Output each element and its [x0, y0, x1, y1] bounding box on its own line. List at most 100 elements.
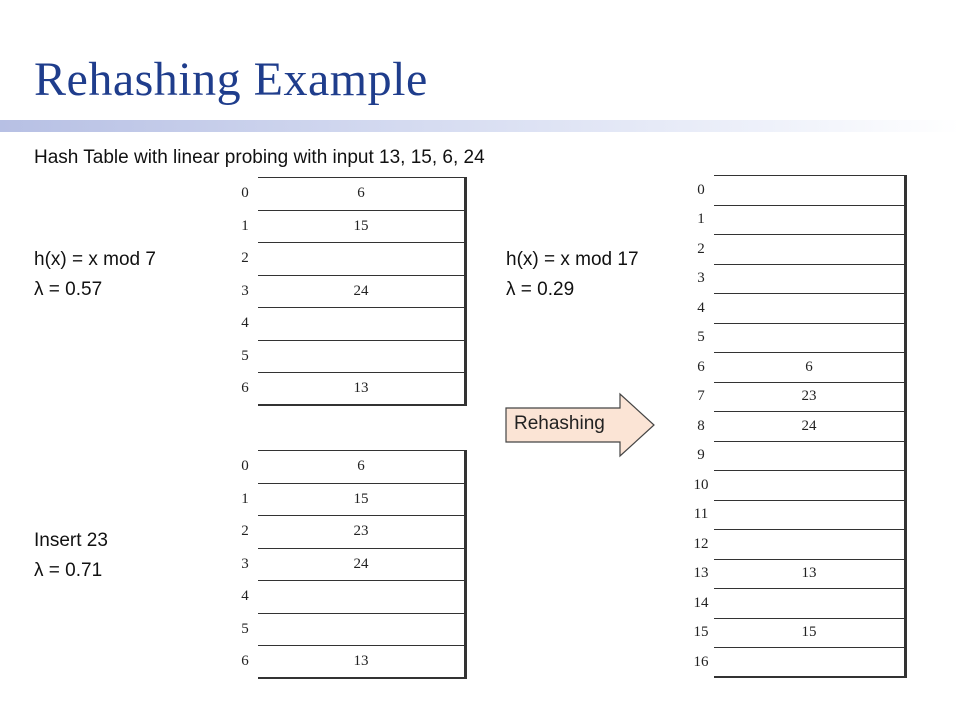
slot-value: 6	[714, 352, 907, 383]
slot-value: 6	[258, 177, 467, 211]
slot-index: 4	[241, 588, 249, 605]
table-row: 5	[232, 339, 467, 373]
load-factor-mod17: λ = 0.29	[506, 279, 575, 300]
slot-index: 9	[697, 447, 705, 464]
table-row: 13 13	[688, 558, 907, 589]
table-row: 9	[688, 440, 907, 471]
slot-value: 15	[714, 617, 907, 648]
table-row: 5	[688, 322, 907, 353]
slot-index: 14	[693, 594, 709, 611]
table-row: 10	[688, 470, 907, 501]
slot-index: 5	[241, 347, 249, 364]
slot-value	[714, 529, 907, 560]
slot-index: 4	[241, 315, 249, 332]
slot-value: 23	[714, 381, 907, 412]
slot-value	[714, 263, 907, 294]
table-row: 11	[688, 499, 907, 530]
slot-index: 6	[241, 380, 249, 397]
slot-index: 0	[241, 185, 249, 202]
slot-index: 3	[697, 270, 705, 287]
slot-value: 13	[714, 558, 907, 589]
slot-value	[714, 293, 907, 324]
slot-value	[258, 307, 467, 341]
slot-index: 0	[241, 458, 249, 475]
slot-index: 5	[697, 329, 705, 346]
table-row: 4	[232, 307, 467, 341]
slot-value	[714, 440, 907, 471]
load-factor-after-insert: λ = 0.71	[34, 560, 103, 581]
table-row: 6 13	[232, 372, 467, 406]
slot-value: 24	[714, 411, 907, 442]
slot-index: 16	[693, 653, 709, 670]
slot-index: 6	[241, 653, 249, 670]
slot-index: 2	[241, 250, 249, 267]
slot-value	[258, 242, 467, 276]
table-row: 3	[688, 263, 907, 294]
slot-index: 1	[697, 211, 705, 228]
hash-function-mod17: h(x) = x mod 17	[506, 249, 639, 270]
slot-index: 3	[241, 555, 249, 572]
table-row: 1	[688, 204, 907, 235]
slot-value	[258, 580, 467, 614]
slot-index: 11	[693, 506, 709, 523]
table-row: 7 23	[688, 381, 907, 412]
table-row: 4	[232, 580, 467, 614]
load-factor-mod7: λ = 0.57	[34, 279, 103, 300]
slot-value	[258, 339, 467, 373]
slot-index: 1	[241, 217, 249, 234]
rehashing-label: Rehashing	[514, 413, 605, 434]
table-row: 16	[688, 647, 907, 678]
table-row: 5	[232, 612, 467, 646]
slot-index: 15	[693, 624, 709, 641]
slot-value: 24	[258, 547, 467, 581]
table-row: 3 24	[232, 274, 467, 308]
rehashing-arrow: Rehashing	[504, 392, 656, 458]
slot-value	[714, 647, 907, 678]
slot-value	[714, 175, 907, 206]
hash-function-mod7: h(x) = x mod 7	[34, 249, 156, 270]
slot-value: 13	[258, 645, 467, 679]
slot-index: 13	[693, 565, 709, 582]
slot-value	[714, 499, 907, 530]
slot-index: 3	[241, 282, 249, 299]
slot-index: 5	[241, 620, 249, 637]
slot-value: 6	[258, 450, 467, 484]
slot-value: 13	[258, 372, 467, 406]
table-row: 2	[232, 242, 467, 276]
slot-value: 23	[258, 515, 467, 549]
table-row: 2 23	[232, 515, 467, 549]
slide-title: Rehashing Example	[34, 53, 428, 106]
slot-index: 2	[241, 523, 249, 540]
slot-index: 1	[241, 490, 249, 507]
slot-index: 8	[697, 417, 705, 434]
table-row: 3 24	[232, 547, 467, 581]
table-row: 14	[688, 588, 907, 619]
slot-value	[714, 204, 907, 235]
slot-value: 15	[258, 482, 467, 516]
table-row: 4	[688, 293, 907, 324]
slot-index: 12	[693, 535, 709, 552]
table-row: 1 15	[232, 209, 467, 243]
slot-value: 15	[258, 209, 467, 243]
slot-index: 7	[697, 388, 705, 405]
subtitle: Hash Table with linear probing with inpu…	[34, 147, 485, 168]
slot-index: 6	[697, 358, 705, 375]
slot-value	[714, 588, 907, 619]
slot-index: 10	[693, 476, 709, 493]
slot-value	[714, 322, 907, 353]
table-row: 0	[688, 175, 907, 206]
table-row: 1 15	[232, 482, 467, 516]
insert-label: Insert 23	[34, 530, 108, 551]
slot-value: 24	[258, 274, 467, 308]
slot-index: 4	[697, 299, 705, 316]
slot-value	[714, 234, 907, 265]
slot-value	[258, 612, 467, 646]
title-underline-bar	[0, 120, 960, 132]
slot-value	[714, 470, 907, 501]
